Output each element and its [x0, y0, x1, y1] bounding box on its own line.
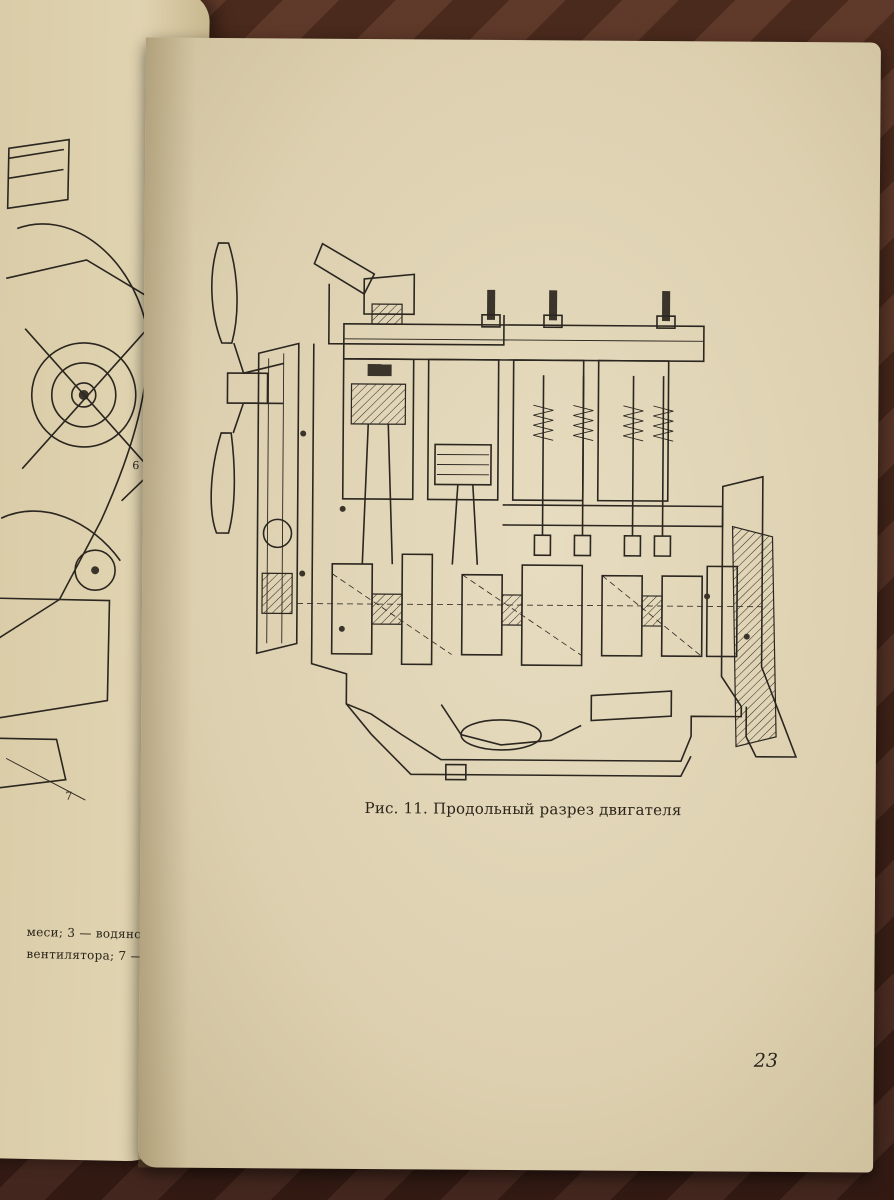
engine-cross-section-figure [201, 233, 815, 791]
figure-caption: Рис. 11. Продольный разрез двигателя [364, 798, 682, 820]
left-callout-6: 6 [132, 458, 140, 473]
crankshaft [330, 553, 704, 667]
left-caption-line-2: вентилятора; 7 — хр [26, 946, 163, 964]
page-number: 23 [753, 1049, 779, 1072]
cylinder-bores [341, 358, 670, 502]
right-page: Рис. 11. Продольный разрез двигателя 23 [138, 37, 881, 1173]
spark-plug-icon [481, 289, 676, 329]
left-callout-7: 7 [65, 789, 73, 803]
fan-blade-icon [210, 242, 284, 534]
engine-cross-section-drawing [210, 242, 798, 781]
valve-springs [533, 375, 674, 557]
